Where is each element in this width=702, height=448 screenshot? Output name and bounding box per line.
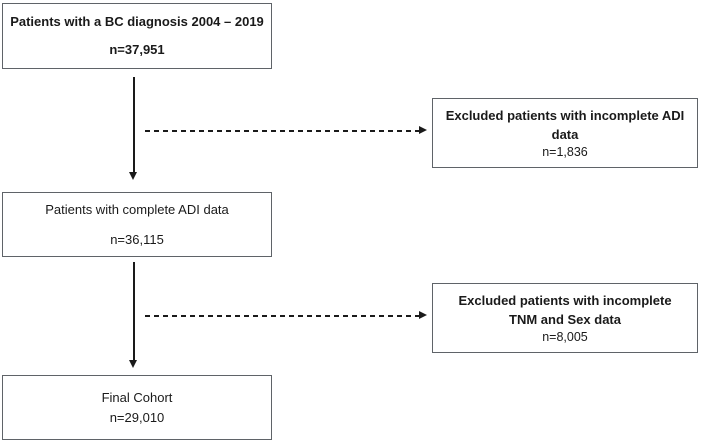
flow-box-complete-adi-title: Patients with complete ADI data [45,201,229,217]
flow-box-diagnosis-title: Patients with a BC diagnosis 2004 – 2019 [10,14,264,29]
flow-box-diagnosis: Patients with a BC diagnosis 2004 – 2019… [2,3,272,69]
flow-box-excluded-tnm-sex: Excluded patients with incomplete TNM an… [432,283,698,353]
flow-box-diagnosis-count: n=37,951 [109,42,165,57]
flow-box-excluded-tnm-sex-title-line2: TNM and Sex data [509,311,621,327]
flow-box-excluded-adi-title-line1: Excluded patients with incomplete ADI [445,107,685,123]
arrow-head-right-icon [419,311,427,319]
flow-box-excluded-tnm-sex-count: n=8,005 [542,329,588,344]
arrow-complete-adi-to-final-cohort [129,262,140,369]
arrow-head-right-icon [419,126,427,134]
flow-box-complete-adi-count: n=36,115 [110,231,164,247]
flow-box-final-cohort-count: n=29,010 [109,409,165,425]
flow-box-excluded-adi-count: n=1,836 [542,144,588,159]
arrow-head-down-icon [129,360,137,368]
arrow-diagnosis-to-complete-adi [129,77,140,181]
dashed-arrow-to-excluded-tnm-sex [145,311,428,321]
flow-box-final-cohort: Final Cohort n=29,010 [2,375,272,440]
dashed-arrow-to-excluded-adi [145,126,428,136]
flow-box-excluded-adi: Excluded patients with incomplete ADI da… [432,98,698,168]
arrow-line [133,262,135,360]
arrow-line [133,77,135,172]
arrow-head-down-icon [129,172,137,180]
flow-box-excluded-tnm-sex-title-line1: Excluded patients with incomplete [458,292,672,308]
flow-box-final-cohort-title: Final Cohort [101,389,173,405]
flow-box-complete-adi: Patients with complete ADI data n=36,115 [2,192,272,257]
flow-box-excluded-adi-title-line2: data [551,126,579,142]
dashed-arrow-line [145,130,419,132]
dashed-arrow-line [145,315,419,317]
